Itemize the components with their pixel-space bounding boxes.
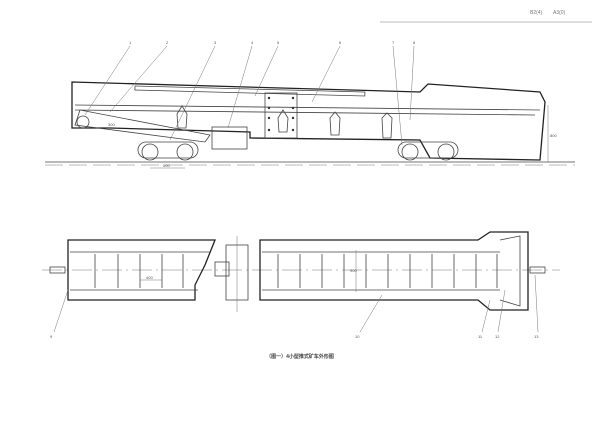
part-label-8: 8 — [413, 40, 416, 45]
front-section-outline — [67, 239, 216, 301]
plan-view: 400 900 9 10 11 12 13 — [42, 231, 560, 339]
wheel — [437, 143, 455, 161]
part-label-4: 4 — [251, 40, 254, 45]
body-rail-upper — [74, 104, 541, 111]
rear-hitch — [529, 266, 546, 274]
part-label-1: 1 — [129, 40, 132, 45]
sheet-format: A3(0) — [553, 10, 566, 16]
top-beam — [134, 85, 366, 97]
part-label-3: 3 — [214, 40, 217, 45]
part-label-12: 12 — [495, 334, 500, 339]
wheelbase-dimension-value: 500 — [163, 163, 170, 168]
part-label-11: 11 — [478, 334, 483, 339]
tail-hopper — [499, 235, 521, 307]
part-label-10: 10 — [355, 334, 360, 339]
part-label-9: 9 — [50, 334, 53, 339]
body-rail-lower — [74, 109, 536, 116]
width-dimension-value: 900 — [350, 268, 357, 273]
drawing-caption: （图一）4小型推式矿车外形图 — [266, 353, 334, 360]
part-label-5: 5 — [277, 40, 280, 45]
drive-pulley — [76, 115, 90, 129]
axle-height-value: 300 — [108, 122, 115, 127]
rear-section-outline — [259, 231, 529, 311]
part-label-6: 6 — [339, 40, 342, 45]
part-label-2: 2 — [166, 40, 169, 45]
title-block: B2(4) A3(0) — [380, 10, 592, 23]
cross-ribs — [94, 254, 498, 288]
coupler-unit — [211, 126, 248, 150]
plan-leader-lines — [53, 274, 539, 333]
splice-plate — [264, 92, 298, 139]
bolt-pattern — [267, 96, 295, 132]
rear-bogie — [397, 141, 459, 161]
front-bogie — [137, 141, 199, 161]
sheet-code: B2(4) — [530, 10, 543, 16]
conveyor-ramp — [74, 109, 211, 143]
leader-lines — [84, 45, 415, 146]
front-hitch — [49, 266, 66, 274]
elevation-view: 800 500 300 1 2 3 4 5 6 7 8 — [45, 40, 575, 169]
height-dimension-value: 800 — [550, 133, 557, 138]
body-ribs — [176, 105, 393, 139]
pitch-dimension-value: 400 — [146, 275, 153, 280]
part-label-7: 7 — [392, 40, 395, 45]
wheel — [401, 143, 419, 161]
wheel — [176, 143, 194, 161]
wheel — [141, 143, 159, 161]
part-label-13: 13 — [534, 334, 539, 339]
